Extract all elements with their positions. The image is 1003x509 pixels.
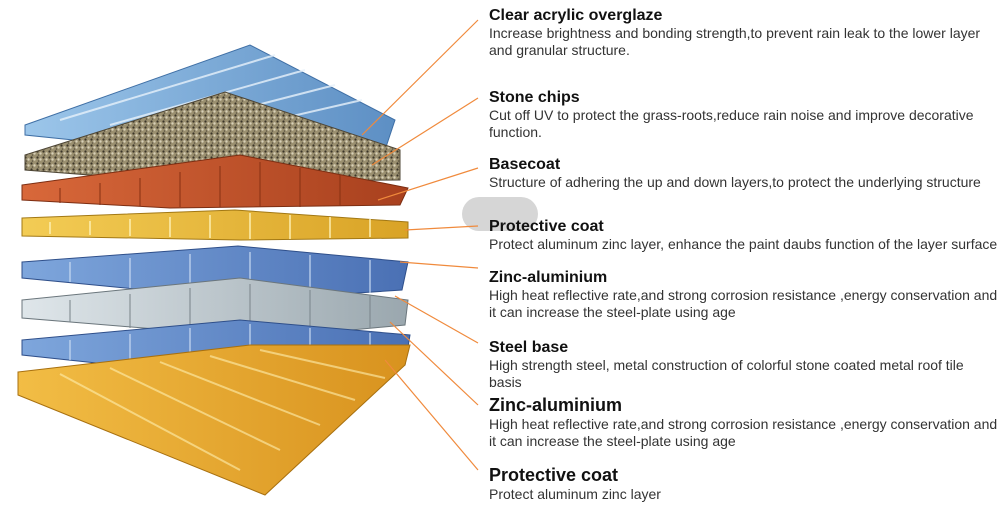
leader-line xyxy=(371,97,479,166)
layer-stone-chips xyxy=(24,91,401,183)
layer-title: Basecoat xyxy=(489,156,561,173)
label-basecoat: Basecoat Structure of adhering the up an… xyxy=(489,155,999,191)
label-protective-coat: Protective coat Protect aluminum zinc la… xyxy=(489,217,999,253)
layer-protective-coat-bottom xyxy=(17,344,411,496)
layer-description: Structure of adhering the up and down la… xyxy=(489,174,981,190)
layer-protective-coat xyxy=(21,209,409,241)
layer-description: High heat reflective rate,and strong cor… xyxy=(489,416,998,449)
layer-title: Protective coat xyxy=(489,465,619,485)
label-stone-chips: Stone chips Cut off UV to protect the gr… xyxy=(489,88,999,141)
layer-title: Zinc-aluminium xyxy=(489,395,623,415)
layer-description: Protect aluminum zinc layer, enhance the… xyxy=(489,236,998,252)
label-steel-base: Steel base High strength steel, metal co… xyxy=(489,338,999,391)
highlight-marker xyxy=(462,197,538,231)
layer-title: Protective coat xyxy=(489,218,604,235)
leader-lines xyxy=(361,19,479,471)
layer-description: High strength steel, metal construction … xyxy=(489,357,964,390)
leader-line xyxy=(404,225,479,231)
layer-description: Protect aluminum zinc layer xyxy=(489,486,661,502)
label-zinc-aluminium-lower: Zinc-aluminium High heat reflective rate… xyxy=(489,395,999,450)
leader-line xyxy=(399,261,479,269)
layer-description: Increase brightness and bonding strength… xyxy=(489,25,981,58)
layer-title: Clear acrylic overglaze xyxy=(489,7,663,24)
leader-line xyxy=(394,295,479,344)
label-zinc-aluminium: Zinc-aluminium High heat reflective rate… xyxy=(489,268,999,321)
layer-title: Steel base xyxy=(489,339,569,356)
layer-description: Cut off UV to protect the grass-roots,re… xyxy=(489,107,974,140)
leader-line xyxy=(384,359,479,471)
layer-title: Zinc-aluminium xyxy=(489,269,608,286)
leader-line xyxy=(389,321,479,406)
layer-zinc-aluminium-top xyxy=(21,245,409,301)
layer-description: High heat reflective rate,and strong cor… xyxy=(489,287,998,320)
leader-line xyxy=(377,167,479,201)
label-protective-coat-lower: Protective coat Protect aluminum zinc la… xyxy=(489,465,999,503)
label-clear-acrylic-overglaze: Clear acrylic overglaze Increase brightn… xyxy=(489,6,999,59)
layer-basecoat xyxy=(21,154,409,209)
leader-line xyxy=(361,19,479,136)
layer-title: Stone chips xyxy=(489,89,580,106)
